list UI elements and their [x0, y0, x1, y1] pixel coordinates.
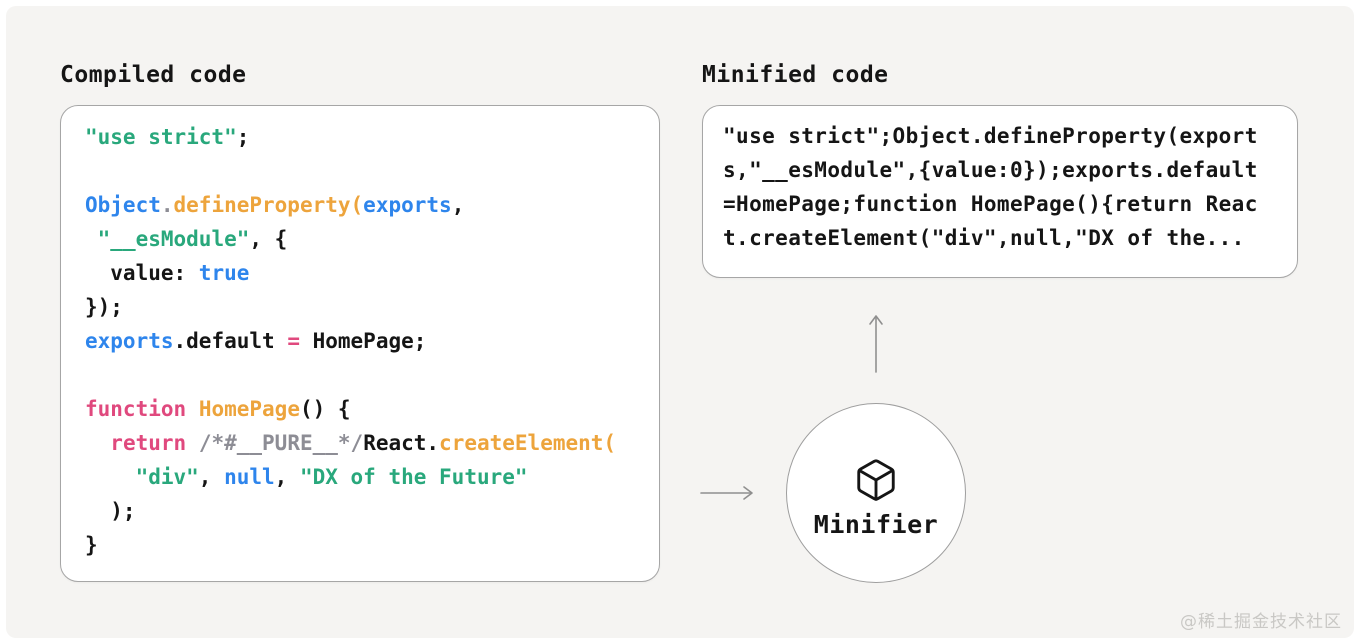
code-line: function HomePage() {	[85, 397, 351, 421]
minified-code-block: "use strict";Object.defineProperty(expor…	[703, 106, 1297, 255]
code-line: "use strict";	[85, 125, 250, 149]
diagram-canvas: Compiled code "use strict"; Object.defin…	[6, 6, 1354, 638]
minified-code-title: Minified code	[702, 62, 889, 88]
code-line: );	[85, 499, 136, 523]
compiled-code-block: "use strict"; Object.defineProperty(expo…	[61, 106, 659, 562]
cube-icon	[857, 459, 895, 501]
code-line: exports.default = HomePage;	[85, 329, 427, 353]
code-line: =HomePage;function HomePage(){return Rea…	[723, 192, 1258, 216]
code-line: "__esModule", {	[97, 227, 288, 251]
code-line: "use strict";Object.defineProperty(expor…	[723, 124, 1258, 148]
minified-code-panel: "use strict";Object.defineProperty(expor…	[702, 105, 1298, 278]
minifier-label: Minifier	[813, 510, 939, 539]
code-line	[85, 358, 659, 392]
code-line: return /*#__PURE__*/React.createElement(	[110, 431, 617, 455]
code-line: s,"__esModule",{value:0});exports.defaul…	[723, 158, 1258, 182]
code-line: "div", null, "DX of the Future"	[135, 465, 528, 489]
code-line: Object.defineProperty(exports,	[85, 193, 465, 217]
code-line: }	[85, 533, 98, 557]
compiled-code-panel: "use strict"; Object.defineProperty(expo…	[60, 105, 660, 582]
arrow-right-icon	[700, 485, 754, 501]
minifier-node: Minifier	[786, 403, 966, 583]
code-line	[85, 154, 659, 188]
watermark: @稀土掘金技术社区	[1180, 612, 1342, 632]
code-line: t.createElement("div",null,"DX of the...	[723, 226, 1245, 250]
arrow-up-icon	[868, 314, 884, 374]
code-line: });	[85, 295, 123, 319]
compiled-code-title: Compiled code	[60, 62, 247, 88]
code-line: value: true	[85, 261, 250, 285]
